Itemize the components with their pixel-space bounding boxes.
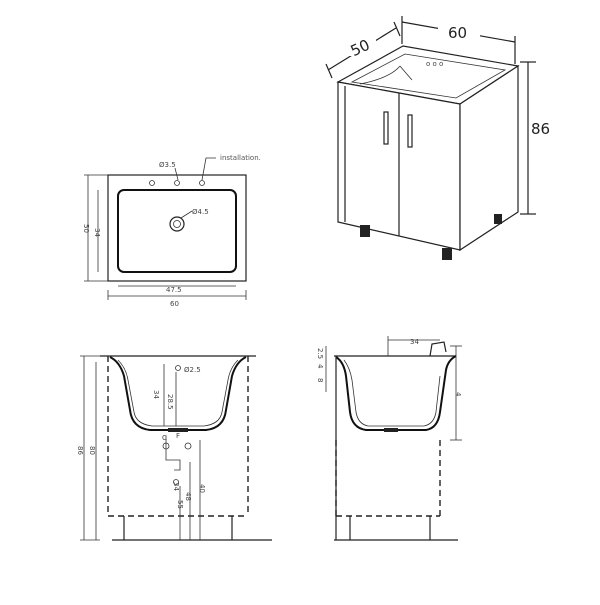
side-left-low-label: 8 — [316, 378, 324, 382]
hole-small-label: Ø3.5 — [159, 161, 176, 169]
height-outer-label: 86 — [76, 446, 84, 455]
door-handle-left — [383, 111, 389, 145]
inner-depth-label: 34 — [93, 228, 101, 237]
cabinet-side — [459, 64, 519, 252]
side-section-view: 34 2.5 4 8 4 — [316, 336, 462, 541]
svg-text:F: F — [176, 432, 180, 440]
basin-curve — [359, 65, 401, 85]
hole-icon — [199, 180, 205, 186]
cabinet-foot — [494, 214, 502, 224]
front-hole-label: Ø2.5 — [184, 366, 201, 374]
outer-width-label: 60 — [170, 300, 179, 308]
svg-text:C: C — [162, 434, 167, 442]
hole-icon — [149, 180, 155, 186]
hole-icon — [174, 180, 180, 186]
inner-width-label: 47.5 — [166, 286, 182, 294]
top-view: Ø3.5 installation. Ø4.5 47.5 60 50 34 — [82, 154, 261, 308]
trap-label-3: 55 — [176, 500, 184, 509]
side-right-depth-label: 4 — [454, 392, 462, 397]
height-inner-label: 80 — [88, 446, 96, 455]
width-label: 60 — [448, 24, 467, 42]
basin-depth-label: 34 — [152, 390, 160, 399]
side-left-top-label: 2.5 — [316, 348, 324, 359]
side-top-width-label: 34 — [410, 338, 419, 346]
door-handle-right — [407, 114, 413, 148]
side-left-mid-label: 4 — [316, 364, 324, 369]
cabinet-foot — [360, 225, 370, 237]
faucet-icon — [429, 341, 447, 357]
isometric-cabinet-view: o o o 60 50 86 — [325, 16, 556, 260]
svg-text:o o o: o o o — [426, 60, 443, 68]
drain-icon — [169, 216, 185, 232]
basin-opening — [350, 53, 507, 99]
installation-note: installation. — [220, 154, 261, 162]
top-basin — [117, 189, 237, 273]
cabinet-foot — [442, 248, 452, 260]
outer-depth-label: 50 — [82, 224, 90, 233]
trap-label-4: 34 — [172, 482, 180, 491]
trap-pipe — [165, 436, 181, 471]
trap-label-1: 40 — [198, 484, 206, 493]
front-section-view: Ø2.5 34 28.5 F C 40 48 55 34 86 80 — [76, 355, 272, 541]
trap-label-2: 48 — [184, 492, 192, 501]
inner-depth-label-front: 28.5 — [166, 394, 174, 410]
drain-label: Ø4.5 — [192, 208, 209, 216]
height-label: 86 — [531, 120, 550, 138]
